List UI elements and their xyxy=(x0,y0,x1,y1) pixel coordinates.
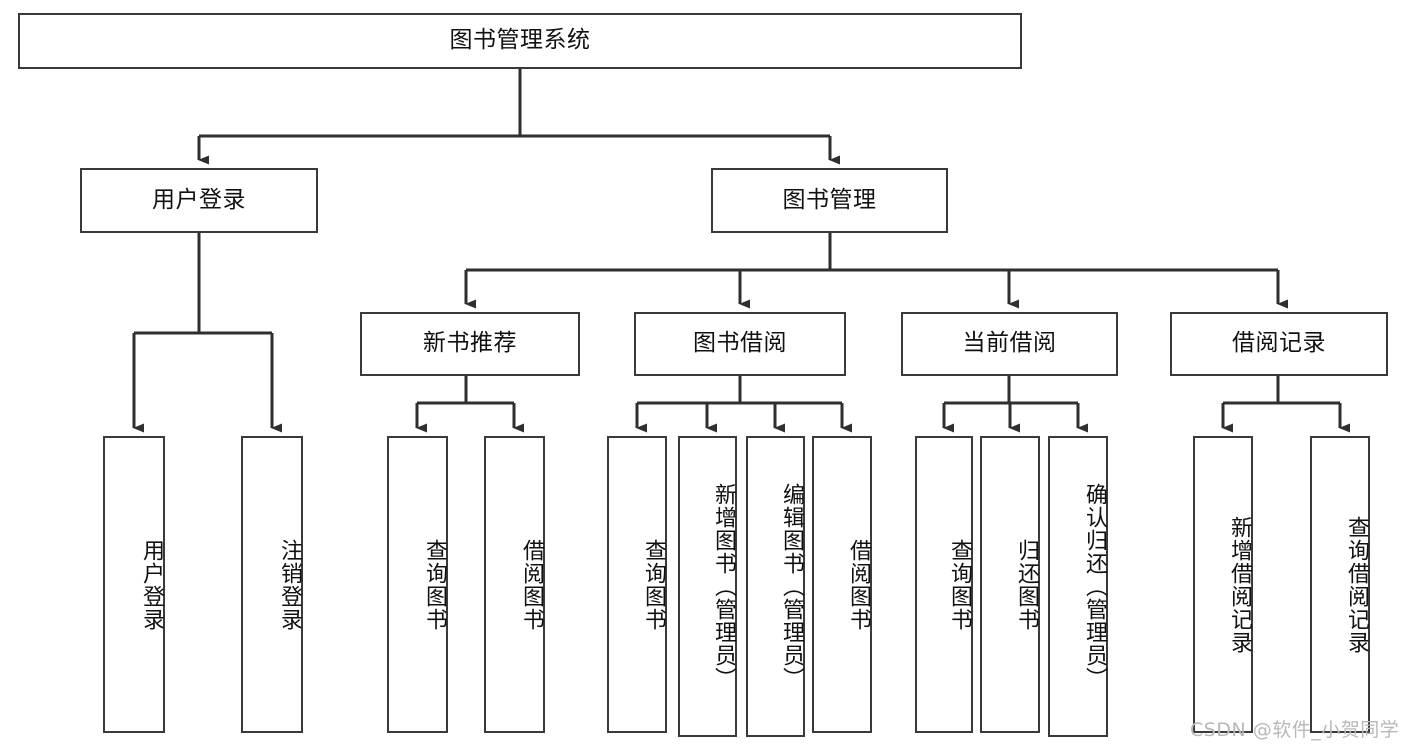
leaf-current-borrow-confirm-return-admin[interactable]: 确认归还（管理员） xyxy=(1048,436,1108,737)
node-label: 借阅记录 xyxy=(1232,330,1326,357)
leaf-book-borrow-edit-book-admin[interactable]: 编辑图书（管理员） xyxy=(746,436,805,737)
node-current-borrow[interactable]: 当前借阅 xyxy=(901,312,1118,376)
node-label: 用户登录 xyxy=(152,186,246,213)
node-label: 查询图书 xyxy=(947,538,972,631)
node-borrow-record[interactable]: 借阅记录 xyxy=(1170,312,1388,376)
leaf-book-borrow-add-book-admin[interactable]: 新增图书（管理员） xyxy=(678,436,737,737)
node-label: 当前借阅 xyxy=(962,330,1057,357)
node-label: 图书管理系统 xyxy=(449,27,591,54)
node-label: 图书管理 xyxy=(782,186,877,213)
node-label: 新书推荐 xyxy=(423,330,517,357)
node-label: 注销登录 xyxy=(277,538,302,631)
node-label: 查询图书 xyxy=(641,538,666,631)
node-label: 编辑图书（管理员） xyxy=(779,483,804,690)
node-label: 用户登录 xyxy=(139,538,164,631)
leaf-new-book-borrow-book[interactable]: 借阅图书 xyxy=(484,436,545,733)
leaf-user-login-login[interactable]: 用户登录 xyxy=(103,436,165,733)
node-label: 新增图书（管理员） xyxy=(711,483,736,690)
leaf-borrow-record-query-record[interactable]: 查询借阅记录 xyxy=(1310,436,1370,733)
node-label: 新增借阅记录 xyxy=(1227,515,1252,654)
leaf-current-borrow-query-book[interactable]: 查询图书 xyxy=(915,436,973,733)
node-label: 借阅图书 xyxy=(519,538,544,631)
node-label: 确认归还（管理员） xyxy=(1082,483,1107,690)
node-label: 图书借阅 xyxy=(693,330,787,357)
leaf-user-login-logout[interactable]: 注销登录 xyxy=(241,436,303,733)
node-root-book-management-system[interactable]: 图书管理系统 xyxy=(18,13,1022,69)
node-label: 归还图书 xyxy=(1014,538,1039,631)
leaf-new-book-query-book[interactable]: 查询图书 xyxy=(387,436,448,733)
node-book-borrow[interactable]: 图书借阅 xyxy=(634,312,846,376)
leaf-current-borrow-return-book[interactable]: 归还图书 xyxy=(980,436,1040,733)
node-label: 借阅图书 xyxy=(846,538,871,631)
node-book-management[interactable]: 图书管理 xyxy=(711,168,948,233)
node-label: 查询图书 xyxy=(422,538,447,631)
leaf-book-borrow-borrow-book[interactable]: 借阅图书 xyxy=(812,436,872,733)
leaf-borrow-record-add-record[interactable]: 新增借阅记录 xyxy=(1193,436,1253,733)
node-user-login[interactable]: 用户登录 xyxy=(80,168,318,233)
node-label: 查询借阅记录 xyxy=(1344,515,1369,654)
node-new-book-recommend[interactable]: 新书推荐 xyxy=(360,312,580,376)
leaf-book-borrow-query-book[interactable]: 查询图书 xyxy=(607,436,667,733)
